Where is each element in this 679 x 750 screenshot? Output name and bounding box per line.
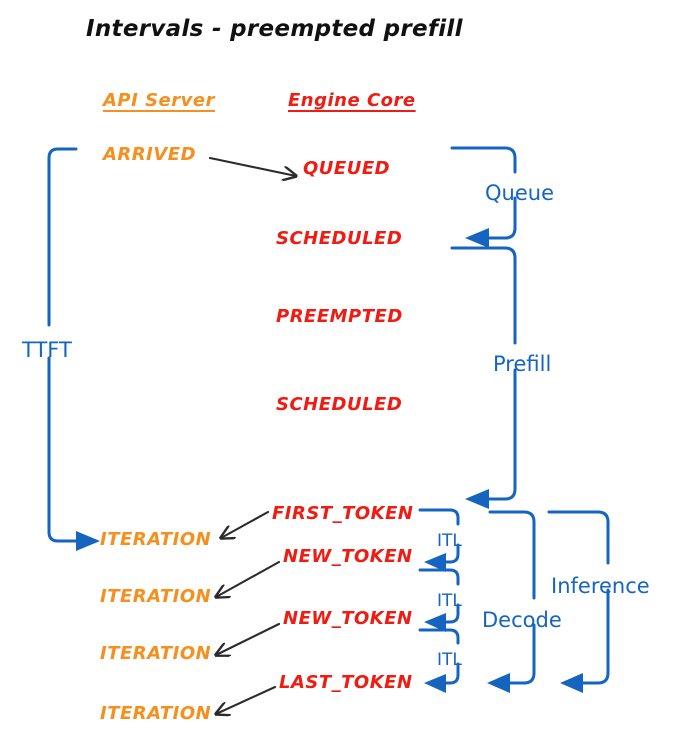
queue-arrowhead — [465, 228, 489, 248]
interval-label-itl: ITL — [437, 591, 462, 611]
state-scheduled: SCHEDULED — [276, 228, 403, 249]
state-first-token: FIRST_TOKEN — [272, 503, 414, 524]
arrow-new-token-to-iteration — [216, 622, 281, 655]
state-iteration: ITERATION — [100, 703, 212, 724]
column-header-api-server: API Server — [103, 90, 215, 111]
state-iteration: ITERATION — [100, 586, 212, 607]
interval-label-queue: Queue — [485, 181, 554, 205]
itl-bracket-3-top — [418, 628, 460, 645]
prefill-bracket-top — [450, 246, 517, 345]
interval-label-prefill: Prefill — [493, 352, 552, 376]
itl-bracket-2-top — [418, 568, 460, 586]
page-title: Intervals - preempted prefill — [86, 16, 463, 42]
inference-arrowhead — [560, 673, 583, 693]
state-new-token: NEW_TOKEN — [283, 608, 413, 629]
ttft-arrowhead — [76, 531, 100, 551]
prefill-arrowhead — [465, 489, 489, 509]
column-header-engine-core: Engine Core — [288, 90, 416, 111]
itl-arrowhead-2 — [424, 613, 446, 632]
arrow-last-token-to-iteration — [216, 685, 277, 714]
prefill-bracket-bottom — [485, 368, 517, 501]
state-scheduled: SCHEDULED — [276, 394, 403, 415]
inference-bracket-bottom — [579, 588, 610, 685]
state-new-token: NEW_TOKEN — [283, 546, 413, 567]
itl-arrowhead-1 — [424, 553, 446, 572]
arrow-new-token-to-iteration — [216, 560, 281, 597]
interval-label-itl: ITL — [437, 650, 462, 670]
decode-arrowhead — [487, 673, 510, 693]
state-last-token: LAST_TOKEN — [279, 672, 413, 693]
interval-label-itl: ITL — [437, 531, 462, 551]
arrow-first-token-to-iteration — [221, 510, 270, 538]
queue-bracket-bottom — [485, 196, 517, 240]
interval-label-ttft: TTFT — [22, 338, 72, 362]
decode-bracket-top — [488, 510, 536, 600]
decode-bracket-bottom — [506, 623, 536, 685]
queue-bracket-top — [450, 146, 517, 174]
state-iteration: ITERATION — [100, 643, 212, 664]
itl-arrowhead-3 — [424, 674, 446, 693]
state-arrived: ARRIVED — [103, 144, 197, 165]
state-queued: QUEUED — [303, 158, 391, 179]
itl-bracket-1-top — [418, 508, 460, 526]
itl-bracket-3-bottom — [442, 662, 460, 685]
arrow-arrived-to-queued — [208, 156, 296, 176]
interval-label-decode: Decode — [482, 608, 562, 632]
itl-bracket-1-bottom — [442, 543, 460, 564]
ttft-bracket-upper — [47, 147, 78, 327]
itl-bracket-2-bottom — [442, 603, 460, 624]
state-iteration: ITERATION — [100, 529, 212, 550]
inference-bracket-top — [547, 510, 610, 565]
interval-label-inference: Inference — [551, 574, 650, 598]
state-preempted: PREEMPTED — [276, 306, 403, 327]
ttft-bracket-lower — [47, 356, 80, 543]
